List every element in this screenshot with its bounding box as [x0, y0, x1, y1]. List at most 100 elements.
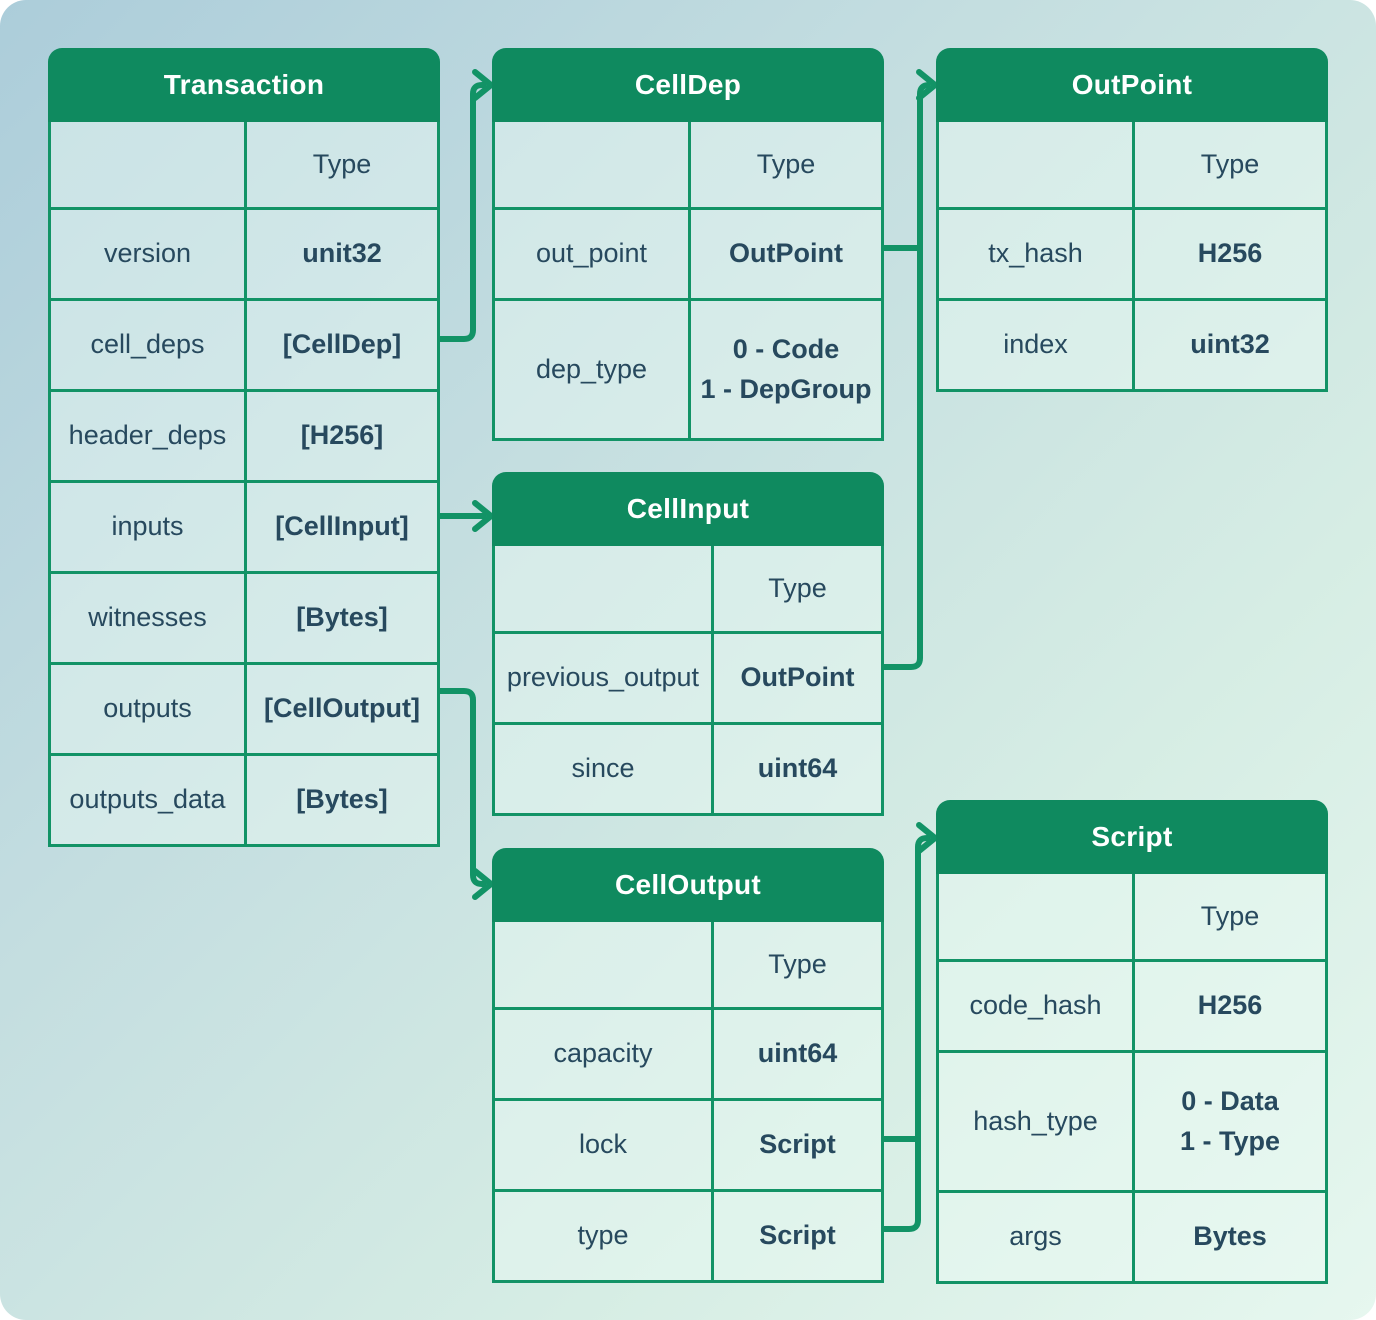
empty-cell [495, 922, 711, 1007]
table-row: Type [495, 122, 881, 207]
table-row: capacity uint64 [495, 1007, 881, 1098]
field-type-cell: OutPoint [711, 634, 881, 722]
table-script-body: Type code_hash H256 hash_type 0 - Data 1… [936, 874, 1328, 1284]
type-column-header: Type [711, 546, 881, 631]
table-script: Script Type code_hash H256 hash_type 0 -… [936, 800, 1328, 1284]
enum-line: 1 - DepGroup [700, 373, 872, 404]
table-transaction: Transaction Type version unit32 cell_dep… [48, 48, 440, 847]
type-column-header: Type [711, 922, 881, 1007]
table-row: Type [495, 546, 881, 631]
connector-cell-deps-to-celldep [440, 82, 486, 342]
field-name-cell: dep_type [495, 301, 688, 438]
field-type-cell: 0 - Code 1 - DepGroup [688, 301, 881, 438]
table-cellinput-title: CellInput [492, 472, 884, 546]
enum-line: 0 - Data [1181, 1086, 1279, 1117]
field-type-cell: OutPoint [688, 210, 881, 298]
table-row: Type [939, 122, 1325, 207]
table-row: inputs [CellInput] [51, 480, 437, 571]
table-outpoint-body: Type tx_hash H256 index uint32 [936, 122, 1328, 392]
field-name-cell: since [495, 725, 711, 813]
empty-cell [939, 122, 1132, 207]
field-type-cell: [Bytes] [244, 574, 437, 662]
table-row: lock Script [495, 1098, 881, 1189]
type-column-header: Type [1132, 122, 1325, 207]
table-transaction-title: Transaction [48, 48, 440, 122]
field-type-cell: Script [711, 1192, 881, 1280]
table-celloutput-body: Type capacity uint64 lock Script type Sc… [492, 922, 884, 1283]
field-type-cell: 0 - Data 1 - Type [1132, 1053, 1325, 1190]
table-row: tx_hash H256 [939, 207, 1325, 298]
table-celloutput-title: CellOutput [492, 848, 884, 922]
table-row: Type [939, 874, 1325, 959]
field-name-cell: version [51, 210, 244, 298]
table-celldep-body: Type out_point OutPoint dep_type 0 - Cod… [492, 122, 884, 441]
table-row: Type [51, 122, 437, 207]
table-cellinput-body: Type previous_output OutPoint since uint… [492, 546, 884, 816]
empty-cell [51, 122, 244, 207]
field-name-cell: args [939, 1193, 1132, 1281]
table-row: hash_type 0 - Data 1 - Type [939, 1050, 1325, 1190]
field-name-cell: outputs [51, 665, 244, 753]
field-type-cell: uint64 [711, 1010, 881, 1098]
empty-cell [495, 122, 688, 207]
table-row: outputs_data [Bytes] [51, 753, 437, 844]
field-type-cell: [CellOutput] [244, 665, 437, 753]
field-type-cell: [CellInput] [244, 483, 437, 571]
field-name-cell: outputs_data [51, 756, 244, 844]
field-name-cell: type [495, 1192, 711, 1280]
enum-line: 1 - Type [1179, 1125, 1281, 1156]
field-type-cell: Bytes [1132, 1193, 1325, 1281]
connector-outputs-to-celloutput [440, 688, 486, 887]
connector-previous-output-to-outpoint [884, 82, 930, 670]
table-row: witnesses [Bytes] [51, 571, 437, 662]
enum-line: 0 - Code [732, 334, 840, 365]
table-celldep-title: CellDep [492, 48, 884, 122]
table-row: since uint64 [495, 722, 881, 813]
field-type-cell: H256 [1132, 962, 1325, 1050]
table-row: cell_deps [CellDep] [51, 298, 437, 389]
table-outpoint-title: OutPoint [936, 48, 1328, 122]
field-type-cell: uint64 [711, 725, 881, 813]
field-type-cell: uint32 [1132, 301, 1325, 389]
field-name-cell: cell_deps [51, 301, 244, 389]
field-name-cell: header_deps [51, 392, 244, 480]
table-row: args Bytes [939, 1190, 1325, 1281]
field-name-cell: tx_hash [939, 210, 1132, 298]
table-celldep: CellDep Type out_point OutPoint dep_type… [492, 48, 884, 441]
field-type-cell: H256 [1132, 210, 1325, 298]
table-transaction-body: Type version unit32 cell_deps [CellDep] … [48, 122, 440, 847]
type-column-header: Type [1132, 874, 1325, 959]
table-row: Type [495, 922, 881, 1007]
field-name-cell: out_point [495, 210, 688, 298]
field-type-cell: [H256] [244, 392, 437, 480]
field-type-cell: [CellDep] [244, 301, 437, 389]
table-row: type Script [495, 1189, 881, 1280]
arrow-right-icon [916, 822, 938, 854]
table-row: outputs [CellOutput] [51, 662, 437, 753]
field-type-cell: [Bytes] [244, 756, 437, 844]
field-name-cell: hash_type [939, 1053, 1132, 1190]
table-row: out_point OutPoint [495, 207, 881, 298]
type-column-header: Type [688, 122, 881, 207]
arrow-right-icon [472, 69, 494, 101]
table-row: dep_type 0 - Code 1 - DepGroup [495, 298, 881, 438]
table-cellinput: CellInput Type previous_output OutPoint … [492, 472, 884, 816]
arrow-right-icon [472, 500, 494, 532]
field-name-cell: witnesses [51, 574, 244, 662]
table-row: header_deps [H256] [51, 389, 437, 480]
field-name-cell: lock [495, 1101, 711, 1189]
arrow-right-icon [472, 868, 494, 900]
table-row: version unit32 [51, 207, 437, 298]
field-type-cell: Script [711, 1101, 881, 1189]
type-column-header: Type [244, 122, 437, 207]
table-script-title: Script [936, 800, 1328, 874]
connector-type-to-script [884, 835, 930, 1232]
field-type-cell: unit32 [244, 210, 437, 298]
field-name-cell: code_hash [939, 962, 1132, 1050]
field-name-cell: inputs [51, 483, 244, 571]
table-row: index uint32 [939, 298, 1325, 389]
table-row: previous_output OutPoint [495, 631, 881, 722]
table-outpoint: OutPoint Type tx_hash H256 index uint32 [936, 48, 1328, 392]
empty-cell [495, 546, 711, 631]
